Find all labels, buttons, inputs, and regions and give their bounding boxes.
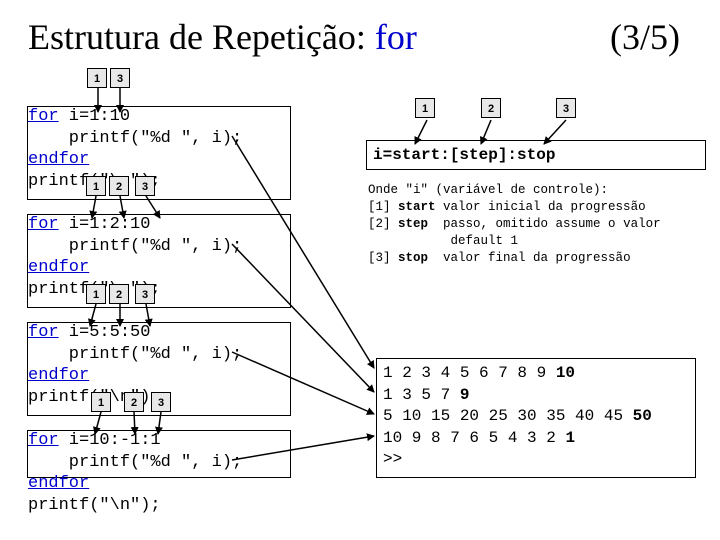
- for-keyword: for: [28, 107, 59, 126]
- tag-1: 1: [86, 176, 106, 196]
- tag-3: 3: [135, 284, 155, 304]
- description-row: default 1: [368, 234, 519, 248]
- for-line: for i=1:10: [28, 106, 242, 128]
- for-line: for i=1:2:10: [28, 214, 242, 236]
- endfor-keyword: endfor: [28, 474, 90, 493]
- tag-3: 3: [151, 392, 171, 412]
- tag-1: 1: [86, 284, 106, 304]
- tag-1: 1: [91, 392, 111, 412]
- endfor-keyword: endfor: [28, 366, 90, 385]
- tag-2: 2: [481, 98, 501, 118]
- body-line: printf("%d ", i);: [28, 236, 243, 256]
- endfor-keyword: endfor: [28, 258, 90, 277]
- body-line: printf("%d ", i);: [28, 344, 243, 364]
- description-row: [2] step passo, omitido assume o valor: [368, 217, 661, 231]
- for-keyword: for: [28, 431, 59, 450]
- description-row: [1] start valor inicial da progressão: [368, 200, 646, 214]
- body-line: printf("%d ", i);: [28, 128, 243, 148]
- output-line: 1 2 3 4 5 6 7 8 9 10: [383, 364, 576, 382]
- output-text: 1 2 3 4 5 6 7 8 9 10 1 3 5 7 9 5 10 15 20 …: [377, 359, 695, 471]
- for-range: i=1:2:10: [58, 215, 151, 234]
- for-range: i=1:10: [58, 107, 131, 126]
- tag-2: 2: [109, 176, 129, 196]
- tag-2: 2: [109, 284, 129, 304]
- for-line: for i=5:5:50: [28, 322, 242, 344]
- title-keyword: for: [374, 17, 417, 57]
- syntax-box: i=start:[step]:stop: [366, 140, 706, 170]
- post-line: printf("\n");: [28, 495, 161, 515]
- for-keyword: for: [28, 323, 59, 342]
- tag-1: 1: [87, 68, 107, 88]
- syntax-text: i=start:[step]:stop: [373, 146, 556, 164]
- title-prefix: Estrutura de Repetição:: [28, 17, 375, 57]
- for-keyword: for: [28, 215, 59, 234]
- output-line: 1 3 5 7 9: [383, 385, 470, 404]
- output-line: 10 9 8 7 6 5 4 3 2 1: [383, 428, 576, 447]
- description: Onde "i" (variável de controle): [1] sta…: [368, 182, 661, 267]
- code-block-4: for i=10:-1:1 printf("%d ", i); endfor pri…: [28, 430, 242, 516]
- tag-1: 1: [415, 98, 435, 118]
- for-line: for i=10:-1:1: [28, 430, 242, 452]
- output-box: 1 2 3 4 5 6 7 8 9 10 1 3 5 7 9 5 10 15 20 …: [376, 358, 696, 478]
- endfor-keyword: endfor: [28, 150, 90, 169]
- page-number: (3/5): [610, 17, 680, 57]
- tag-2: 2: [124, 392, 144, 412]
- tag-3: 3: [556, 98, 576, 118]
- output-line: 5 10 15 20 25 30 35 40 45 50: [383, 407, 652, 425]
- for-range: i=5:5:50: [58, 323, 151, 342]
- tag-3: 3: [110, 68, 130, 88]
- slide-title: Estrutura de Repetição: for: [28, 16, 417, 58]
- description-row: [3] stop valor final da progressão: [368, 251, 631, 265]
- for-range: i=10:-1:1: [58, 431, 161, 450]
- tag-3: 3: [135, 176, 155, 196]
- description-header: Onde "i" (variável de controle):: [368, 183, 609, 197]
- output-line: >>: [383, 450, 403, 468]
- body-line: printf("%d ", i);: [28, 452, 243, 472]
